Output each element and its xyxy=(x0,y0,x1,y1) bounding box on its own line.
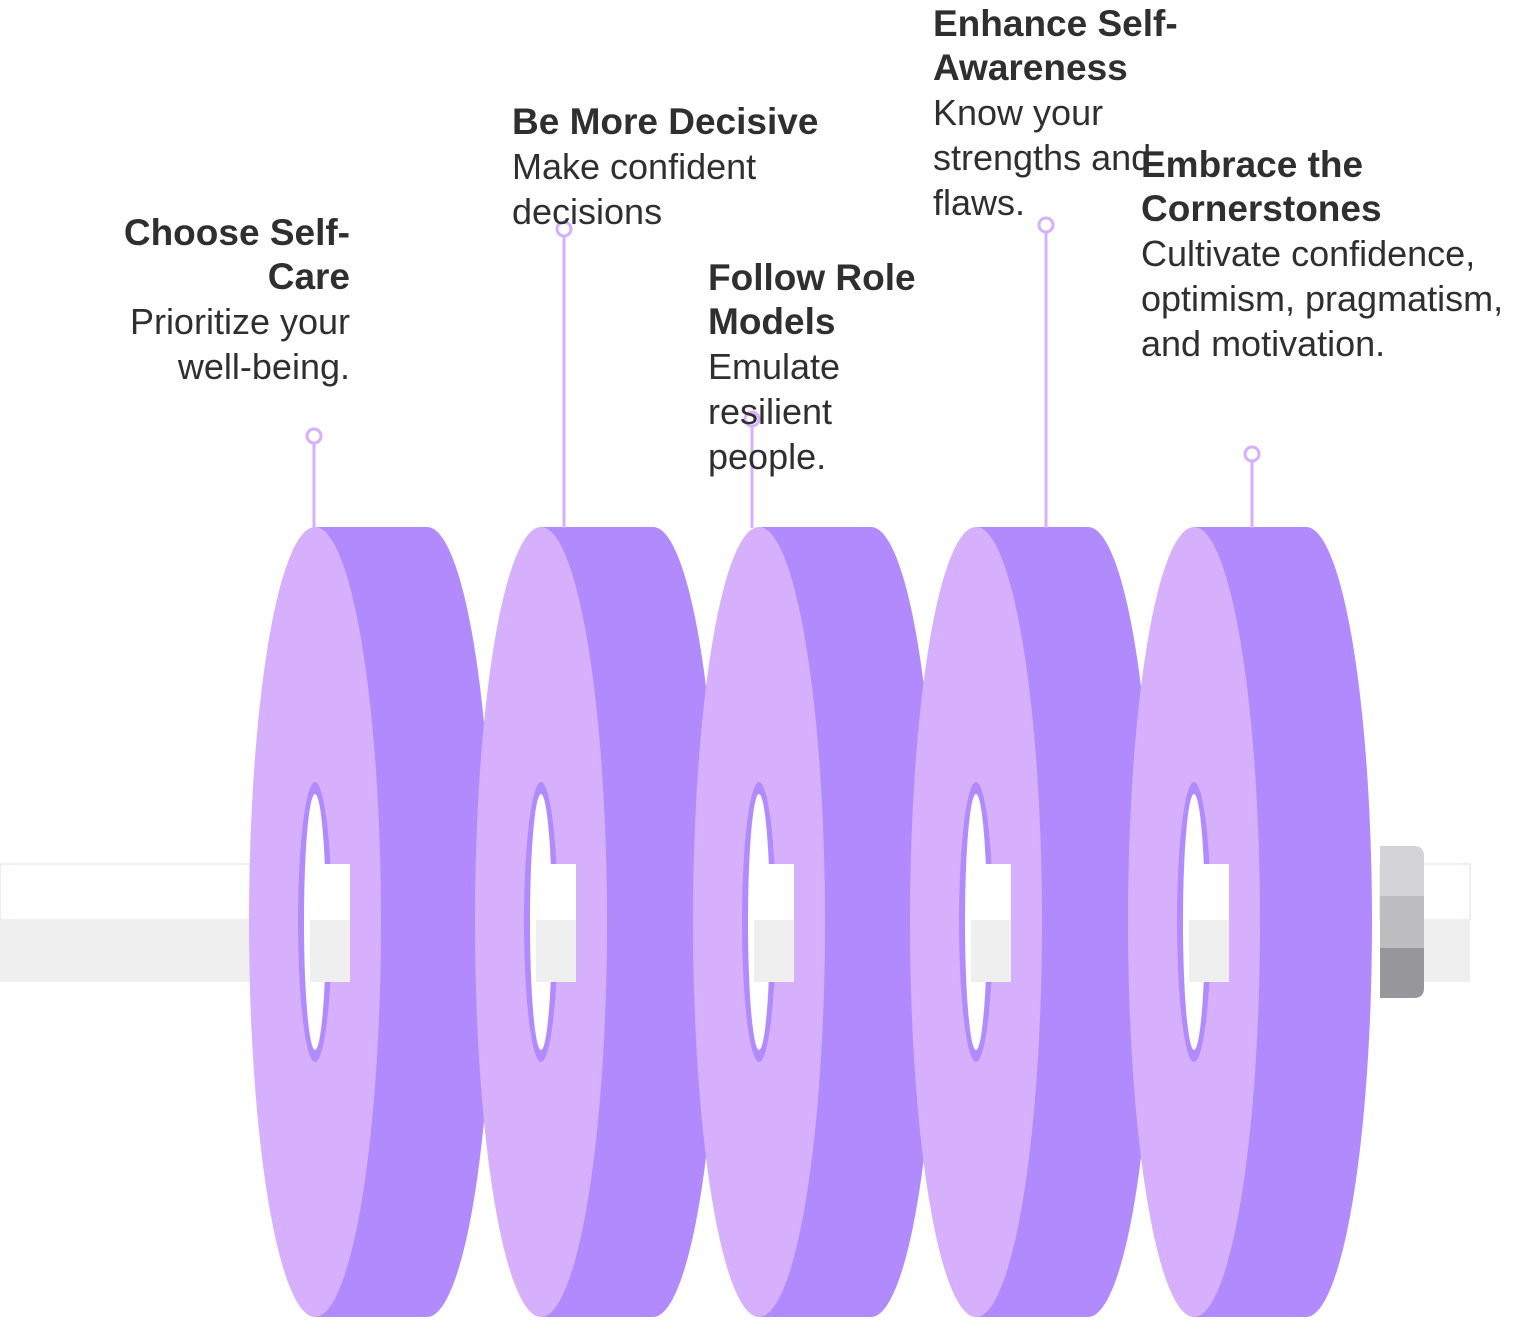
bar-through-hole xyxy=(754,864,794,920)
connector-4 xyxy=(1037,216,1055,528)
step-label-be-more-decisive: Be More Decisive Make confident decision… xyxy=(512,100,872,234)
step-title: Follow Role Models xyxy=(708,257,916,342)
bar-through-hole xyxy=(1189,864,1229,920)
weight-plate-1 xyxy=(249,527,493,1317)
bar-through-hole-shade xyxy=(754,920,794,982)
bar-through-hole-shade xyxy=(310,920,350,982)
connector-dot xyxy=(743,410,761,428)
step-title: Choose Self-Care xyxy=(123,212,350,297)
step-label-follow-role-models: Follow Role Models Emulate resilient peo… xyxy=(708,256,958,479)
weight-plate-4 xyxy=(910,527,1154,1317)
bar-through-hole xyxy=(310,864,350,920)
connector-3 xyxy=(743,410,761,528)
bar-through-hole-shade xyxy=(971,920,1011,982)
connector-2 xyxy=(555,220,573,528)
step-description: Know your strengths and flaws. xyxy=(933,92,1152,223)
connector-5 xyxy=(1243,445,1261,528)
bar-through-hole xyxy=(536,864,576,920)
step-description: Cultivate confidence, optimism, pragmati… xyxy=(1141,233,1504,364)
bar-through-hole-shade xyxy=(536,920,576,982)
step-label-embrace-the-cornerstones: Embrace the Cornerstones Cultivate confi… xyxy=(1141,143,1511,366)
step-title: Enhance Self-Awareness xyxy=(933,3,1178,88)
step-title: Embrace the Cornerstones xyxy=(1141,144,1382,229)
weight-plate-3 xyxy=(693,527,937,1317)
step-description: Make confident decisions xyxy=(512,146,757,232)
weight-plate-5 xyxy=(1128,527,1372,1317)
connector-dot xyxy=(305,427,323,445)
connector-dot xyxy=(555,220,573,238)
weight-plate-2 xyxy=(475,527,719,1317)
step-label-enhance-self-awareness: Enhance Self-Awareness Know your strengt… xyxy=(933,2,1223,225)
connector-1 xyxy=(305,427,323,528)
connector-dot xyxy=(1243,445,1261,463)
barbell-bar-right xyxy=(1379,863,1471,982)
step-description: Prioritize your well-being. xyxy=(129,301,350,387)
bar-through-hole xyxy=(971,864,1011,920)
step-label-choose-self-care: Choose Self-Care Prioritize your well-be… xyxy=(60,211,350,389)
step-title: Be More Decisive xyxy=(512,101,819,142)
bar-through-hole-shade xyxy=(1189,920,1229,982)
step-description: Emulate resilient people. xyxy=(708,346,841,477)
barbell-collar xyxy=(1380,846,1424,998)
connector-dot xyxy=(1037,216,1055,234)
